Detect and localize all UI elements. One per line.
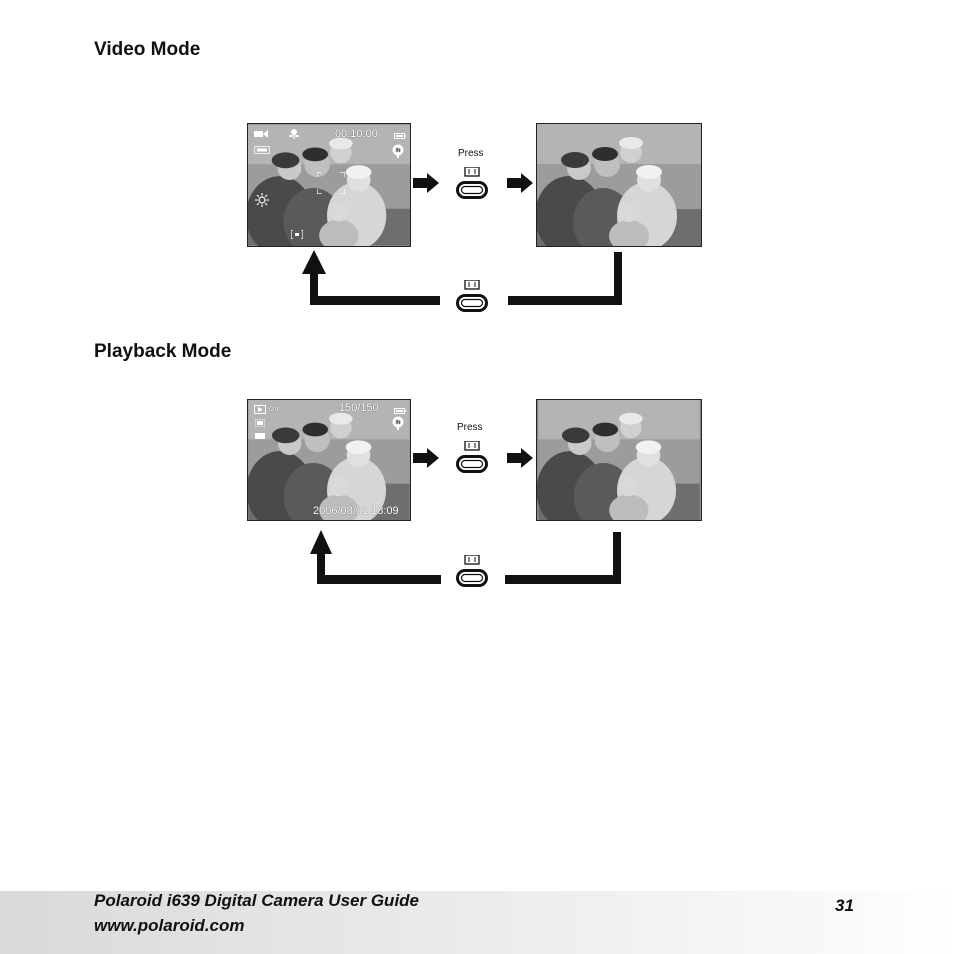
display-button-icon (456, 555, 488, 595)
svg-text:IN: IN (396, 420, 401, 426)
play-icon (254, 405, 266, 417)
return-loop-arrow (302, 250, 622, 305)
internal-memory-icon: IN (392, 416, 404, 433)
internal-memory-icon: IN (392, 144, 404, 161)
resolution-icon (254, 146, 270, 157)
video-mode-heading: Video Mode (94, 39, 201, 60)
recording-timer: 00:10:00 (335, 128, 378, 140)
family-photo (248, 400, 410, 520)
page-number: 31 (835, 896, 854, 915)
battery-icon (394, 131, 406, 142)
video-lcd-screen: 00:10:00 IN (247, 123, 411, 247)
display-button-icon (456, 441, 488, 481)
return-loop-arrow (310, 530, 621, 584)
arrow-right-icon (507, 173, 533, 193)
family-photo (537, 124, 701, 246)
display-button-icon (456, 280, 488, 320)
svg-text:IN: IN (396, 148, 401, 154)
quality-icon (255, 431, 265, 442)
display-button-icon (456, 167, 488, 207)
arrow-right-icon (413, 448, 439, 468)
date-time-stamp: 2006/08/01 18:09 (313, 505, 399, 517)
arrow-right-icon (507, 448, 533, 468)
playback-lcd-screen-no-overlay (536, 399, 702, 521)
press-label: Press (458, 148, 484, 159)
metering-icon (290, 229, 304, 242)
footer-title: Polaroid i639 Digital Camera User Guide (94, 891, 420, 910)
sun-icon (255, 193, 269, 210)
on-label: On (269, 406, 279, 413)
playback-mode-heading: Playback Mode (94, 341, 232, 362)
arrow-right-icon (413, 173, 439, 193)
macro-flower-icon (288, 128, 300, 142)
press-label: Press (457, 422, 483, 433)
family-photo (537, 400, 701, 520)
footer-url: www.polaroid.com (94, 916, 245, 935)
image-size-icon (254, 418, 266, 430)
focus-frame (316, 171, 346, 197)
video-lcd-screen-no-overlay (536, 123, 702, 247)
video-camera-icon (254, 129, 268, 142)
footer-bar: Polaroid i639 Digital Camera User Guide … (0, 891, 954, 954)
playback-lcd-screen: On 150/150 IN 2006/08/01 18:09 (247, 399, 411, 521)
battery-icon (394, 406, 406, 417)
image-counter: 150/150 (339, 402, 379, 414)
